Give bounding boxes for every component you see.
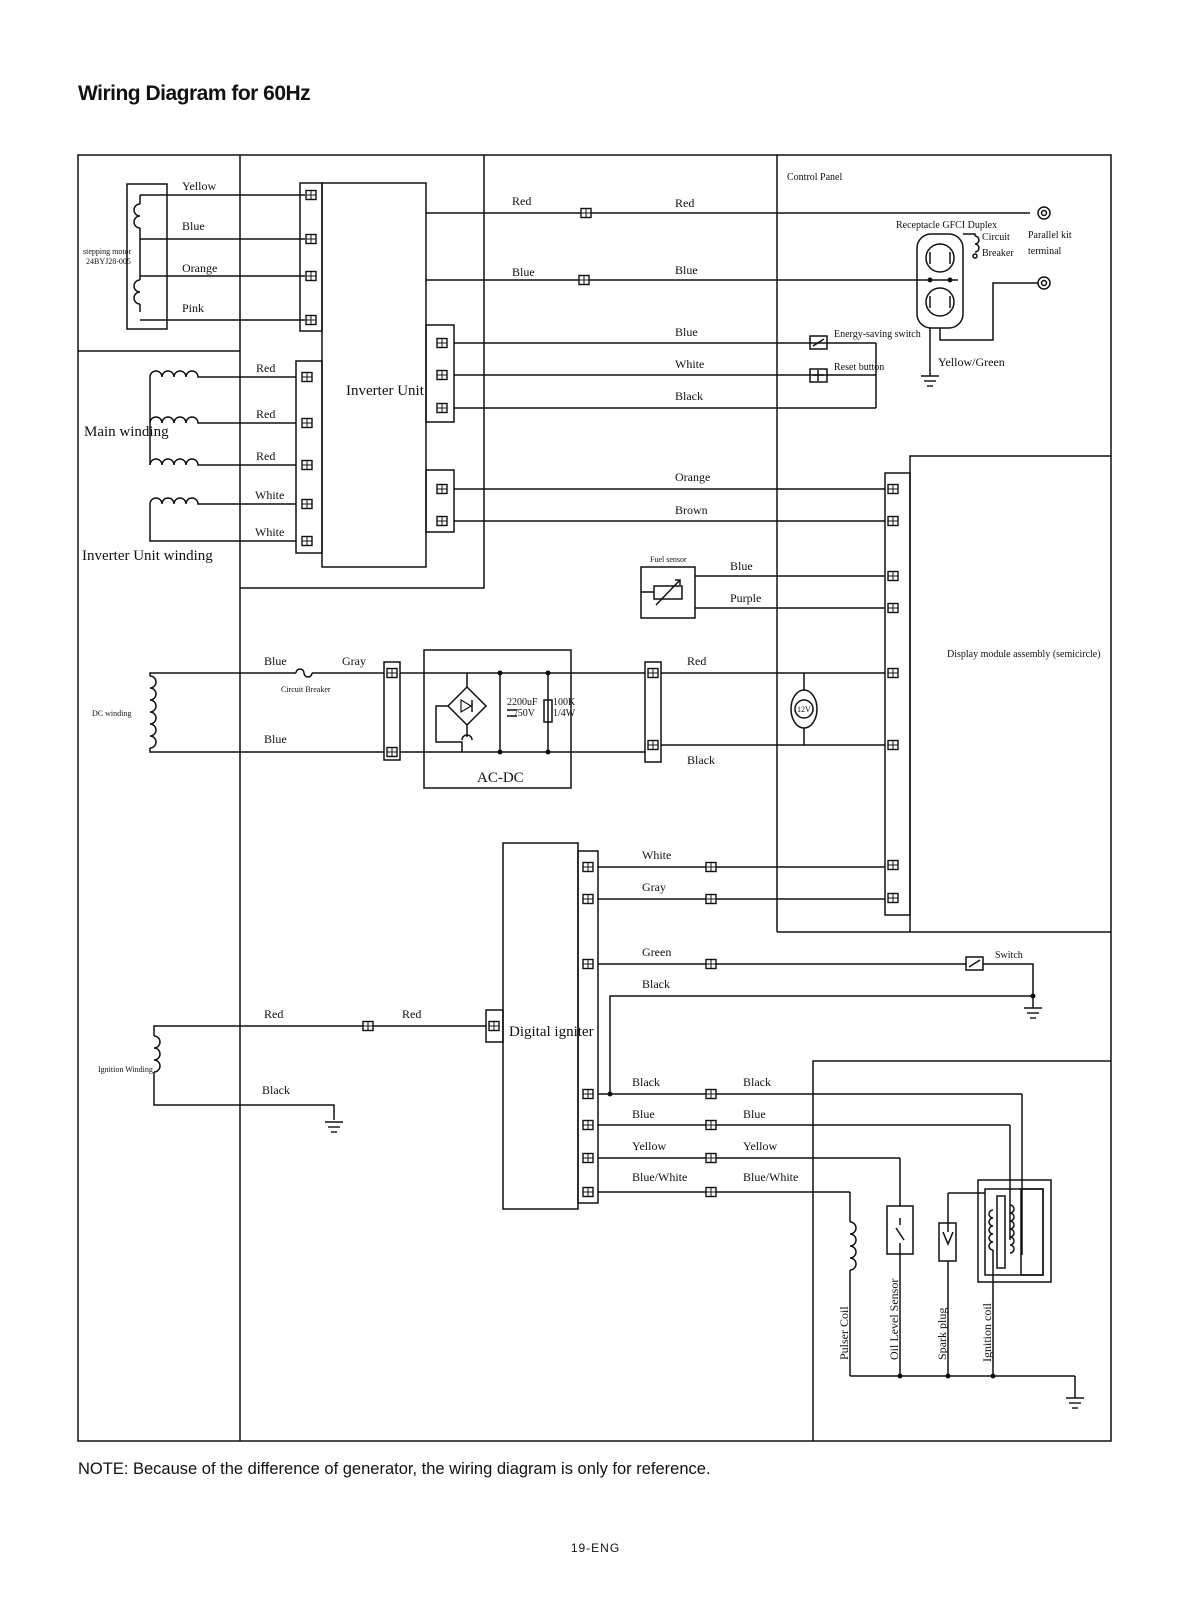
wire-label-orange: Orange [182,261,217,275]
wire-label-black-1: Black [675,389,703,403]
wire-label-red-dc: Red [687,654,706,668]
resistor-w-label: 1/4W [553,708,576,719]
wire-label-black-ign: Black [642,977,670,991]
dc-winding: DC winding Blue Gray Circuit Breaker Blu… [92,654,645,761]
stepping-motor-label: stepping motor [83,247,132,256]
inverter-winding-label: Inverter Unit winding [82,548,213,564]
inverter-unit-label: Inverter Unit [346,383,425,399]
wire-label-black-e2: Black [743,1075,771,1089]
pulser-coil-label: Pulser Coil [837,1306,851,1360]
control-panel: Control Panel Energy-saving switch Reset… [787,172,1072,387]
reset-button-label: Reset button [834,362,884,373]
dc-winding-label: DC winding [92,709,131,718]
spark-plug-label: Spark plug [935,1308,949,1360]
wire-label-blue: Blue [182,219,205,233]
capacitor-v-label: /50V [515,708,536,719]
wire-label-red-out-2: Red [675,196,694,210]
page-title: Wiring Diagram for 60Hz [78,82,311,105]
reference-note: NOTE: Because of the difference of gener… [78,1460,711,1478]
display-module-label: Display module assembly (semicircle) [947,649,1101,660]
wire-label-blue-2: Blue [675,325,698,339]
wire-label-yellow: Yellow [182,179,216,193]
wire-label-red-1: Red [256,361,275,375]
resistor-label: 100K [553,697,576,708]
energy-switch-label: Energy-saving switch [834,329,921,340]
wire-label-bluewhite-e1: Blue/White [632,1170,687,1184]
breaker-label-1: Circuit [982,232,1010,243]
wire-label-blue-out: Blue [512,265,535,279]
wire-label-green: Green [642,945,671,959]
switch-label: Switch [995,950,1023,961]
wire-label-red-3: Red [256,449,275,463]
wire-label-blue-out-2: Blue [675,263,698,277]
inverter-output-wires: Red Red Blue Blue Blue White Black Orang… [426,194,1030,522]
inverter-unit: Inverter Unit [295,182,455,568]
wire-label-white-2: White [255,525,284,539]
stepping-motor: stepping motor 24BYJ28-005 Yellow Blue O… [83,179,305,330]
wire-label-blue-dc: Blue [264,654,287,668]
main-winding: Main winding Inverter Unit winding Red R… [82,361,296,564]
wire-label-black-ign-w: Black [262,1083,290,1097]
wire-label-blue-e2: Blue [743,1107,766,1121]
fuel-sensor: Fuel sensor Blue Purple [640,555,885,619]
dc-breaker-label: Circuit Breaker [281,685,331,694]
wire-label-blue-fuel: Blue [730,559,753,573]
wire-label-red-2: Red [256,407,275,421]
breaker-label-2: Breaker [982,248,1014,259]
wire-label-blue-dc-2: Blue [264,732,287,746]
capacitor-label: 2200uF [507,697,538,708]
stepping-motor-model: 24BYJ28-005 [86,257,131,266]
wire-label-pink: Pink [182,301,204,315]
ac-dc-module: 2200uF /50V 100K 1/4W AC-DC Red Black 12… [423,649,885,789]
fuel-sensor-label: Fuel sensor [650,555,687,564]
ignition-winding: Ignition Winding Red Red Black [98,1007,486,1133]
ignition-winding-label: Ignition Winding [98,1065,153,1074]
wire-label-gray-dc: Gray [342,654,366,668]
wire-label-red-ign-2: Red [402,1007,421,1021]
wire-label-yellow-e1: Yellow [632,1139,666,1153]
wire-label-black-e1: Black [632,1075,660,1089]
wire-label-gray-ign: Gray [642,880,666,894]
main-winding-label: Main winding [84,424,169,440]
wire-label-blue-e1: Blue [632,1107,655,1121]
wire-label-red-out: Red [512,194,531,208]
wire-label-brown: Brown [675,503,708,517]
wire-label-bluewhite-e2: Blue/White [743,1170,798,1184]
receptacle-label: Receptacle GFCI Duplex [896,220,997,231]
wire-label-red-ign: Red [264,1007,283,1021]
control-panel-label: Control Panel [787,172,842,183]
yellow-green-label: Yellow/Green [938,355,1005,369]
wire-label-white-3: White [675,357,704,371]
wire-label-white-1: White [255,488,284,502]
display-module: Display module assembly (semicircle) [884,472,1101,916]
acdc-label: AC-DC [477,770,524,786]
wire-label-black-dc: Black [687,753,715,767]
parallel-kit-label-2: terminal [1028,246,1062,257]
digital-igniter: Digital igniter White Gray Green Switch … [485,842,1043,1210]
wire-label-purple: Purple [730,591,761,605]
wire-label-orange-2: Orange [675,470,710,484]
digital-igniter-label: Digital igniter [509,1024,594,1040]
ignition-coil-label: Ignition coil [980,1302,994,1362]
wire-label-yellow-e2: Yellow [743,1139,777,1153]
parallel-kit-label-1: Parallel kit [1028,230,1072,241]
page-number: 19-ENG [570,1541,621,1555]
engine-section: Black Black Blue Blue Yellow Yellow Blue… [598,1075,1085,1409]
wire-label-white-ign: White [642,848,671,862]
frame [77,154,1112,1442]
oil-sensor-label: Oil Level Sensor [887,1279,901,1360]
meter-label: 12V [797,705,811,714]
